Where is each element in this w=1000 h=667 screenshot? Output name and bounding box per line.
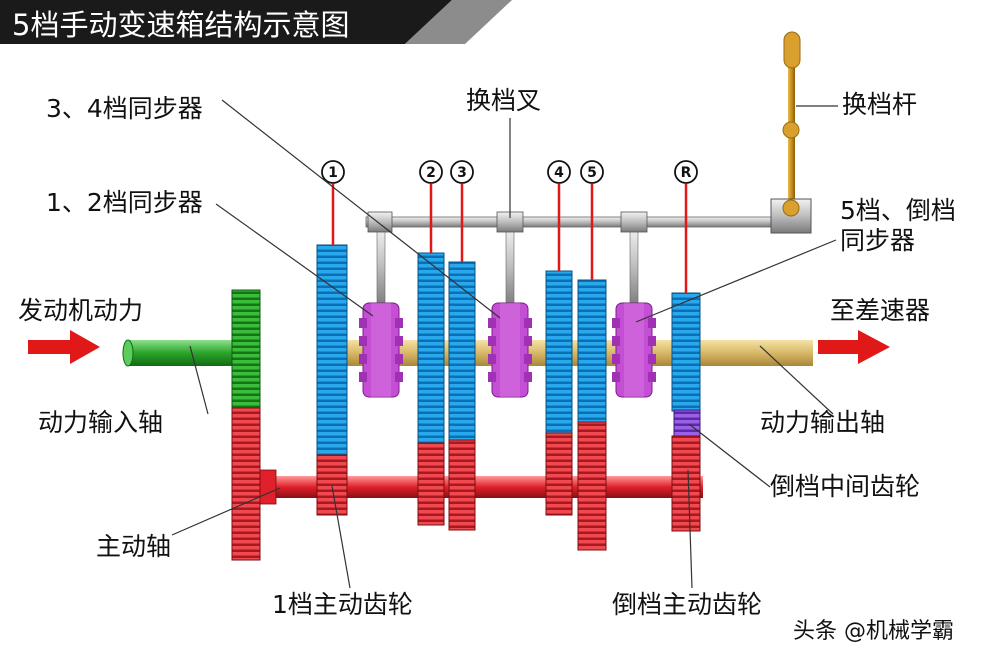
- reverse-idler-gear: [673, 409, 701, 437]
- label-engine-power: 发动机动力: [18, 296, 144, 325]
- gear-number-stems: [331, 184, 688, 293]
- gear-badge-3: [450, 160, 474, 184]
- gear-number-badges: 1 2 3 4 5 R: [321, 160, 698, 184]
- gear-3-output: [448, 261, 476, 441]
- gear-badge-4: [547, 160, 571, 184]
- output-gears: [316, 244, 701, 456]
- gear-number-3: 3: [457, 165, 467, 181]
- leader-input-shaft: [189, 345, 209, 415]
- leader-reverse-drive: [687, 469, 693, 589]
- label-sync-34: 3、4档同步器: [46, 94, 203, 123]
- gear-badge-r: [674, 160, 698, 184]
- lever-ball: [782, 199, 800, 217]
- gear-badge-1: [321, 160, 345, 184]
- selector-rod-34: [505, 226, 515, 308]
- label-countershaft: 主动轴: [96, 532, 172, 561]
- label-sync-12: 1、2档同步器: [46, 188, 203, 217]
- power-arrows: [28, 330, 890, 364]
- output-shaft-bar: [340, 340, 813, 366]
- second-drive-gear: [417, 442, 445, 526]
- selector-rod-5r: [629, 226, 639, 308]
- fifth-drive-gear: [577, 421, 607, 551]
- third-drive-gear: [448, 439, 476, 531]
- gear-2-output: [417, 252, 445, 444]
- gear-number-5: 5: [587, 165, 597, 181]
- input-gear-pair: [231, 289, 277, 561]
- synchronizer-5r: [612, 302, 656, 398]
- gear-number-r: R: [681, 165, 692, 181]
- gear-number-1: 1: [328, 165, 338, 181]
- label-shift-fork: 换档叉: [466, 86, 542, 115]
- leader-lines: [171, 99, 838, 589]
- label-to-differential: 至差速器: [830, 296, 931, 325]
- shift-lever: [770, 31, 812, 234]
- input-shaft-end: [122, 339, 134, 367]
- leader-sync-12: [215, 203, 374, 317]
- countershaft-gears: [316, 409, 701, 551]
- input-gear: [231, 289, 261, 409]
- label-shift-lever: 换档杆: [842, 90, 918, 119]
- engine-power-arrow: [28, 330, 100, 364]
- lever-pivot: [782, 121, 800, 139]
- input-shaft-bar: [128, 340, 232, 366]
- label-reverse-idler: 倒档中间齿轮: [770, 472, 921, 501]
- label-sync-5r-line2: 同步器: [840, 226, 916, 255]
- leader-sync-5r: [635, 239, 837, 323]
- fourth-drive-gear: [545, 432, 573, 516]
- gear-5-output: [577, 279, 607, 423]
- shift-rail: [365, 216, 787, 228]
- gear-4-output: [545, 270, 573, 434]
- leader-countershaft: [171, 487, 281, 536]
- title-banner: 5档手动变速箱结构示意图: [0, 0, 1000, 50]
- synchronizers: [359, 302, 656, 398]
- label-first-drive-gear: 1档主动齿轮: [272, 590, 413, 619]
- leader-output-shaft: [759, 345, 834, 415]
- gear-number-2: 2: [426, 165, 436, 181]
- output-arrow: [818, 330, 890, 364]
- synchronizer-34: [488, 302, 532, 398]
- reverse-drive-gear: [671, 435, 701, 532]
- label-reverse-drive-gear: 倒档主动齿轮: [612, 590, 763, 619]
- watermark: 头条 @机械学霸: [793, 619, 954, 644]
- label-sync-5r-line1: 5档、倒档: [840, 196, 956, 225]
- gear-r-output: [671, 292, 701, 412]
- countershaft-hub: [259, 469, 277, 505]
- lever-knob: [783, 31, 801, 69]
- label-output-shaft: 动力输出轴: [760, 408, 886, 437]
- page-title: 5档手动变速箱结构示意图: [12, 8, 350, 42]
- shift-mechanism: [365, 211, 787, 308]
- leader-first-drive: [331, 485, 351, 589]
- gear-badge-5: [580, 160, 604, 184]
- fork-block-5r: [620, 211, 648, 233]
- gear-1-output: [316, 244, 348, 456]
- gear-number-4: 4: [554, 165, 564, 181]
- leader-reverse-idler: [688, 423, 771, 488]
- synchronizer-12: [359, 302, 403, 398]
- selector-rod-12: [376, 226, 386, 308]
- first-drive-gear: [316, 454, 348, 516]
- countershaft-drive-gear: [231, 407, 261, 561]
- fork-block-12: [367, 211, 393, 233]
- label-input-shaft: 动力输入轴: [38, 408, 164, 437]
- title-banner-shape: [0, 0, 512, 44]
- leader-sync-34: [221, 99, 501, 319]
- gear-badge-2: [419, 160, 443, 184]
